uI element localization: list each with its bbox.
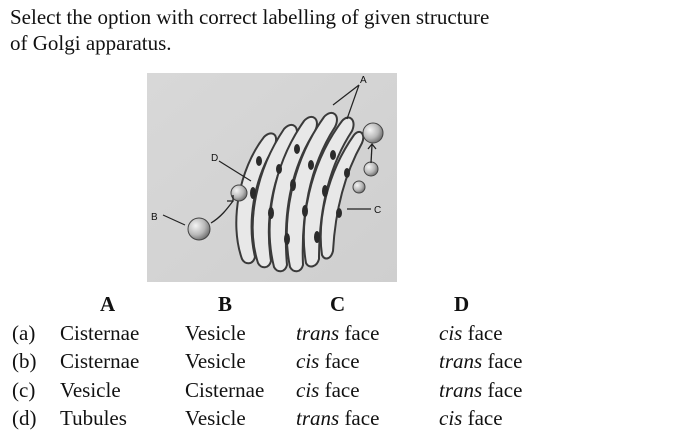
question-text: Select the option with correct labelling… (10, 4, 650, 56)
golgi-cisternae (235, 112, 365, 273)
option-cell-d: trans face (439, 347, 522, 375)
golgi-figure: A B C D (147, 73, 397, 282)
movement-arrows (210, 142, 377, 224)
header-b: B (218, 292, 233, 316)
option-cell-d: cis face (439, 404, 503, 432)
option-cell-d-rest: face (482, 377, 523, 402)
option-cell-a: Tubules (60, 406, 127, 430)
option-cell-c-term: cis (296, 377, 320, 402)
option-cell-b: Cisternae (185, 377, 265, 402)
option-cell-c-rest: face (339, 320, 380, 345)
option-cell-d-rest: face (462, 406, 503, 430)
leader-lines (162, 84, 371, 226)
option-cell-a: Cisternae (60, 320, 140, 345)
question-line-2: of Golgi apparatus. (10, 31, 172, 55)
option-cell-a: Cisternae (60, 349, 140, 373)
option-cell-c: trans face (296, 404, 379, 432)
option-cell-c-rest: face (339, 406, 380, 430)
option-cell-d: trans face (439, 376, 522, 404)
header-d: D (454, 292, 470, 316)
option-label: (b) (12, 349, 37, 373)
figure-label-a: A (360, 75, 367, 86)
option-cell-d-term: cis (439, 406, 463, 430)
lumen-spots (250, 144, 350, 245)
option-cell-c-term: cis (296, 349, 320, 373)
golgi-diagram: A B C D (147, 73, 397, 282)
option-cell-d: cis face (439, 319, 503, 347)
option-cell-d-rest: face (482, 349, 523, 373)
question-line-1: Select the option with correct labelling… (10, 5, 490, 29)
option-cell-c-term: trans (296, 406, 340, 430)
option-cell-c-rest: face (319, 377, 360, 402)
figure-label-c: C (374, 205, 381, 216)
option-cell-c-rest: face (319, 349, 360, 373)
option-label: (a) (12, 320, 36, 345)
option-cell-c: cis face (296, 347, 360, 375)
option-cell-d-term: trans (439, 377, 483, 402)
option-cell-c-term: trans (296, 320, 340, 345)
option-cell-b: Vesicle (185, 320, 246, 345)
option-label: (c) (12, 377, 36, 402)
option-label: (d) (12, 406, 37, 430)
figure-label-b: B (151, 212, 158, 223)
option-cell-c: trans face (296, 319, 379, 347)
header-a: A (100, 292, 116, 316)
option-cell-b: Vesicle (185, 349, 246, 373)
option-cell-b: Vesicle (185, 406, 246, 430)
option-cell-d-term: cis (439, 320, 463, 345)
option-cell-c: cis face (296, 376, 360, 404)
vesicles (187, 122, 384, 241)
header-c: C (330, 292, 346, 316)
figure-label-d: D (211, 153, 218, 164)
option-cell-a: Vesicle (60, 377, 121, 402)
option-cell-d-rest: face (462, 320, 503, 345)
option-cell-d-term: trans (439, 349, 483, 373)
